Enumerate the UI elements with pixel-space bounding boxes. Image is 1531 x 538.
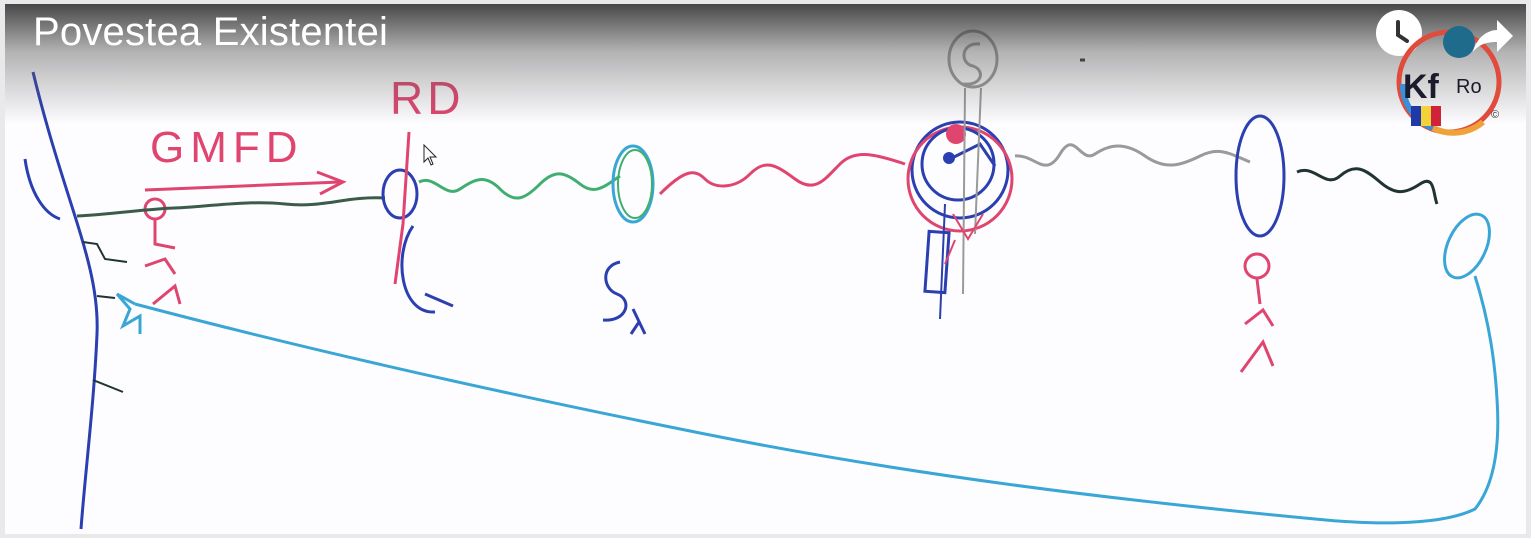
label-gmfd: GMFD	[150, 123, 304, 172]
video-title[interactable]: Povestea Existentei	[33, 10, 388, 55]
mouse-pointer-icon	[423, 144, 439, 168]
label-q	[402, 226, 453, 312]
video-player[interactable]: GMFD RD	[5, 4, 1526, 534]
gmfd-arrow	[145, 182, 340, 190]
wave-gray	[1015, 145, 1250, 165]
cyan-return-loop	[135, 276, 1498, 523]
share-button[interactable]	[1467, 12, 1517, 62]
wave-black	[1297, 169, 1437, 204]
wave-green	[419, 174, 620, 198]
wave-pink	[660, 155, 905, 194]
logo-main-text: Kf	[1403, 68, 1439, 107]
wave-dark-green	[77, 198, 385, 216]
left-v-stroke	[25, 159, 60, 219]
logo-sub-text: Ro	[1456, 76, 1482, 99]
logo-copyright-mark: ©	[1491, 109, 1499, 121]
label-s-lambda	[603, 262, 645, 334]
share-arrow-icon	[1467, 12, 1517, 62]
left-vertical-line	[33, 72, 97, 529]
